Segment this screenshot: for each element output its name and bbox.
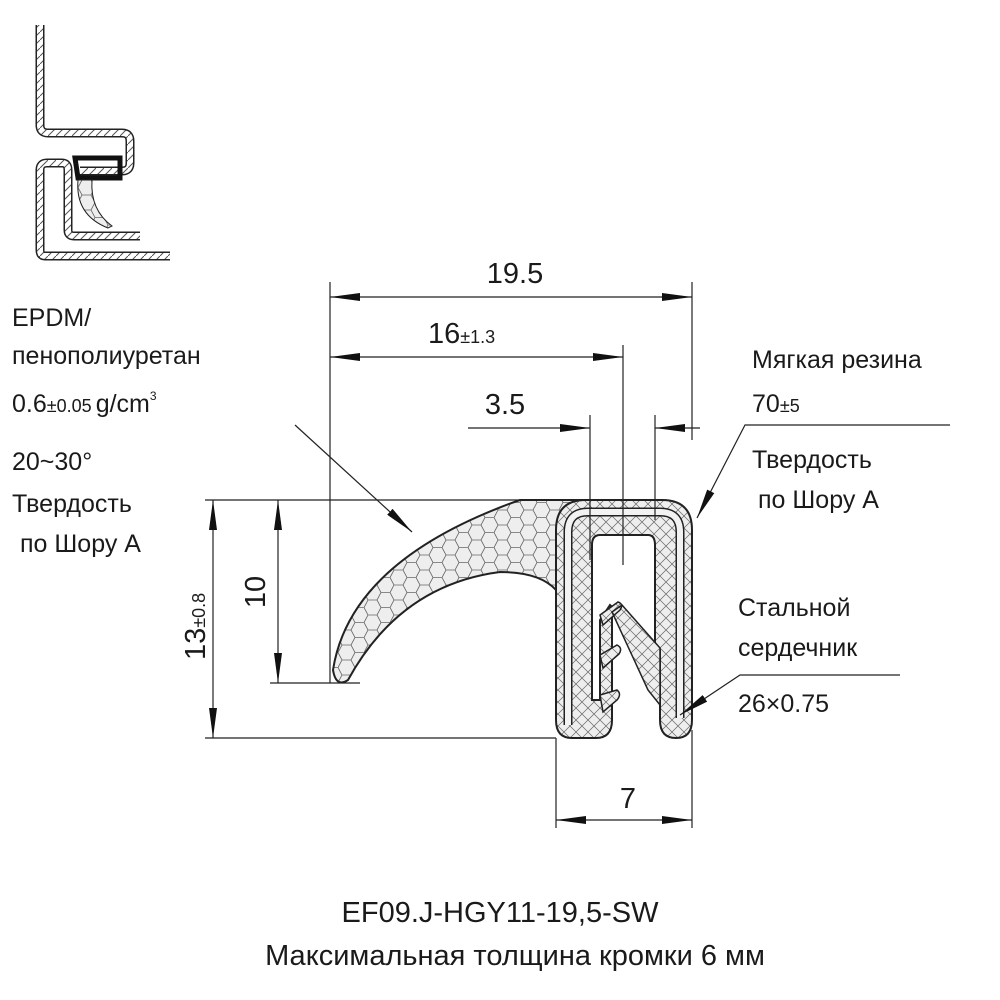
part-number: EF09.J-HGY11-19,5-SW: [342, 897, 660, 929]
body-hardness: 70±5: [752, 390, 800, 418]
body-hardness-label2: по Шору А: [758, 486, 879, 514]
installation-sketch: [35, 25, 170, 261]
dim-offset: 3.5: [485, 389, 525, 421]
grip-fins: [599, 601, 661, 714]
lip-hardness-label1: Твердость: [12, 490, 132, 518]
lip-hardness-label2: по Шору А: [20, 530, 141, 558]
lip-material-line2: пенополиуретан: [12, 342, 201, 370]
dim-lip-height: 10: [240, 576, 272, 608]
lip-hardness: 20~30°: [12, 448, 92, 476]
body-material: Мягкая резина: [752, 346, 922, 374]
dim-overall-width: 19.5: [487, 258, 543, 290]
dim-total-height: 13±0.8: [180, 593, 212, 660]
core-label1: Стальной: [738, 594, 850, 622]
sponge-lip: [331, 499, 601, 684]
body-hardness-label1: Твердость: [752, 446, 872, 474]
dim-channel-width: 7: [620, 783, 636, 815]
core-size: 26×0.75: [738, 690, 829, 718]
dim-lip-width: 16±1.3: [428, 318, 495, 350]
dimension-lines: [205, 282, 700, 828]
seal-profile: [331, 499, 693, 740]
lip-material-line1: EPDM/: [12, 304, 91, 332]
core-label2: сердечник: [738, 634, 858, 662]
leader-lines: [294, 424, 950, 716]
part-description: Максимальная толщина кромки 6 мм: [265, 940, 765, 972]
